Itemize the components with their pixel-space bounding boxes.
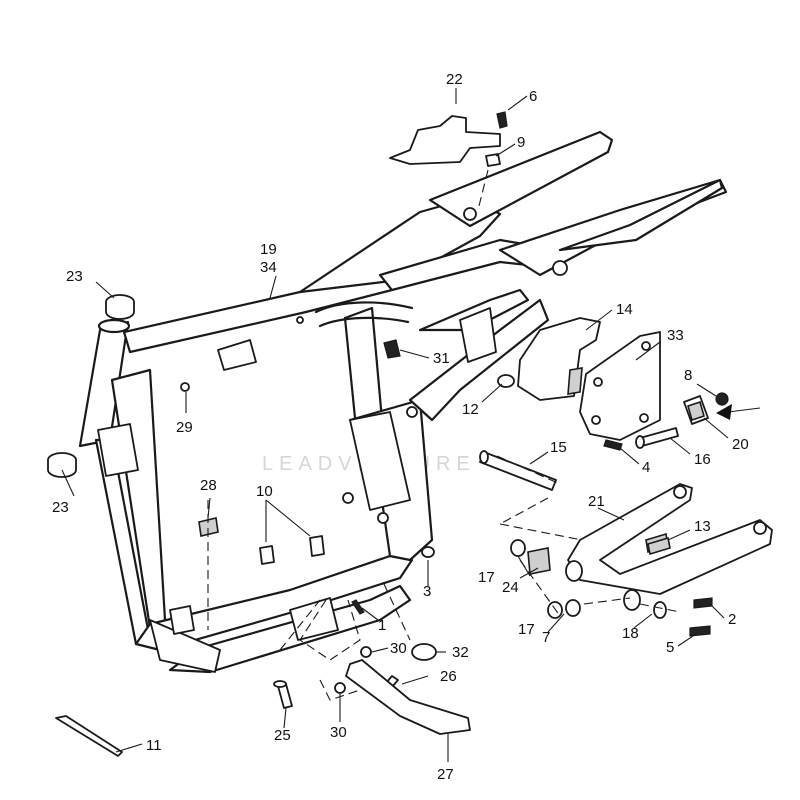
callout-30-lower: 30 (330, 724, 347, 741)
callout-3: 3 (423, 583, 431, 600)
callout-27: 27 (437, 766, 454, 783)
bushing-7 (565, 599, 581, 617)
seat-bracket (389, 115, 501, 165)
callout-29: 29 (176, 419, 193, 436)
callout-13: 13 (694, 518, 711, 535)
nut-29 (180, 382, 190, 392)
callout-1: 1 (378, 617, 386, 634)
callout-6: 6 (529, 88, 537, 105)
callout-5: 5 (666, 639, 674, 656)
callout-22: 22 (446, 71, 463, 88)
callout-23-lower: 23 (52, 499, 69, 516)
alignment-lines (207, 169, 681, 701)
bolt-5 (689, 625, 711, 637)
washer-17-lower (547, 601, 563, 619)
callout-31: 31 (433, 350, 450, 367)
callout-12: 12 (462, 401, 479, 418)
callout-32: 32 (452, 644, 469, 661)
pivot-shaft (479, 451, 557, 491)
nut-8 (715, 392, 729, 406)
callout-33: 33 (667, 327, 684, 344)
highlight-arrow (727, 407, 761, 413)
cable-strap (55, 715, 123, 757)
callout-labels: 22 6 9 19 34 23 29 31 14 33 12 8 20 16 4… (52, 71, 749, 783)
callout-2: 2 (728, 611, 736, 628)
screw-4 (603, 439, 623, 451)
callout-19: 19 (260, 241, 277, 258)
pad-13 (647, 536, 671, 556)
grommet-32 (411, 643, 437, 661)
callout-25: 25 (274, 727, 291, 744)
callout-8: 8 (684, 367, 692, 384)
clip-10-left (259, 545, 275, 565)
nut-30-upper (360, 646, 372, 658)
callout-9: 9 (517, 134, 525, 151)
callout-17-upper: 17 (478, 569, 495, 586)
callout-34: 34 (260, 259, 277, 276)
swingarm (567, 483, 773, 595)
callout-24: 24 (502, 579, 519, 596)
callout-30-upper: 30 (390, 640, 407, 657)
callout-15: 15 (550, 439, 567, 456)
callout-4: 4 (642, 459, 650, 476)
callout-18: 18 (622, 625, 639, 642)
callout-20: 20 (732, 436, 749, 453)
spring-spacer (527, 547, 551, 575)
callout-14: 14 (616, 301, 633, 318)
side-cover-plate (579, 331, 661, 441)
spring-pin-1 (351, 599, 365, 615)
washer-17-upper (510, 539, 526, 557)
clip-10-right (309, 535, 325, 557)
bushing-18 (653, 601, 667, 619)
callout-17-lower: 17 (518, 621, 535, 638)
callout-21: 21 (588, 493, 605, 510)
bolt-16 (639, 427, 679, 447)
screw-6 (496, 111, 508, 129)
motorcycle-frame (78, 130, 728, 674)
nut-30-lower (334, 682, 346, 694)
callout-23-upper: 23 (66, 268, 83, 285)
pad-28 (198, 517, 219, 537)
plug-3 (421, 546, 435, 558)
leader-lines (61, 88, 729, 762)
fitting-31 (383, 339, 401, 359)
callout-11: 11 (146, 737, 162, 754)
callout-7: 7 (542, 629, 550, 646)
callout-26: 26 (440, 668, 457, 685)
nut-9 (485, 153, 501, 167)
callout-10: 10 (256, 483, 273, 500)
kickstand (345, 659, 471, 735)
bolt-2 (693, 597, 713, 609)
callout-28: 28 (200, 477, 217, 494)
callout-16: 16 (694, 451, 711, 468)
